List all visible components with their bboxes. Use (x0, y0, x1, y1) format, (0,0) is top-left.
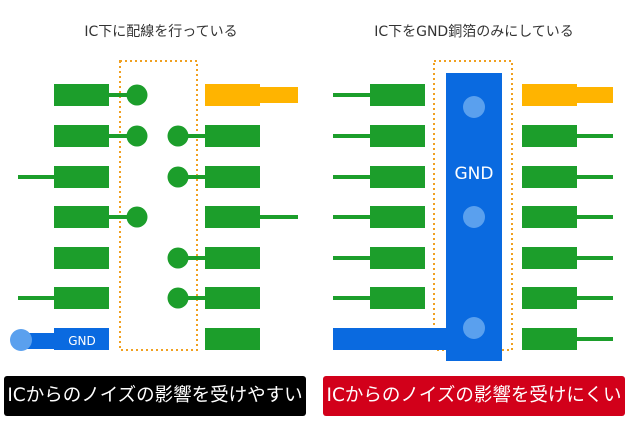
trace-outer (577, 215, 613, 219)
right-panel-ic-with-gnd-copper: IC下をGND銅箔のみにしている GND (333, 24, 613, 361)
gnd-via (10, 329, 32, 351)
caption-noise-resistant: ICからのノイズの影響を受けにくい (323, 376, 625, 416)
via (126, 206, 148, 228)
ic-pad-right-4 (205, 206, 260, 228)
ic-pad-right-3 (522, 166, 577, 188)
trace-outer (333, 296, 370, 300)
ic-pad-right-2 (205, 125, 260, 147)
gnd-plane-label: GND (455, 164, 494, 184)
gnd-pad (54, 328, 109, 350)
ic-pad-left-2 (370, 125, 425, 147)
gnd-pad-label: GND (68, 334, 96, 348)
trace-outer (577, 256, 613, 260)
ic-pad-left-3 (54, 166, 109, 188)
trace-outer (18, 296, 54, 300)
signal-pad-orange (205, 84, 260, 106)
via (167, 125, 189, 147)
gnd-via (463, 96, 485, 118)
trace-outer (333, 256, 370, 260)
trace-inner (178, 134, 205, 138)
ic-pad-left-5 (370, 247, 425, 269)
trace-outer (18, 175, 54, 179)
left-panel-title: IC下に配線を行っている (84, 24, 237, 40)
trace-outer (260, 215, 298, 219)
via (167, 166, 189, 188)
via (167, 287, 189, 309)
trace-inner (178, 175, 205, 179)
left-panel-ic-with-traces: IC下に配線を行っている GND (10, 24, 298, 351)
ic-pad-right-5 (205, 247, 260, 269)
gnd-via (463, 206, 485, 228)
ic-pad-right-7 (205, 328, 260, 350)
signal-trace-orange (577, 87, 613, 103)
trace-inner (109, 215, 137, 219)
ic-pad-right-4 (522, 206, 577, 228)
ic-pad-left-4 (54, 206, 109, 228)
ic-pad-left-5 (54, 247, 109, 269)
right-panel-title: IC下をGND銅箔のみにしている (374, 24, 574, 40)
signal-pad-orange (522, 84, 577, 106)
ic-pad-left-3 (370, 166, 425, 188)
ic-pad-right-5 (522, 247, 577, 269)
ic-pad-left-4 (370, 206, 425, 228)
ic-pad-right-3 (205, 166, 260, 188)
via (167, 247, 189, 269)
trace-outer (333, 134, 370, 138)
trace-inner (109, 93, 137, 97)
ic-pad-left-1 (54, 84, 109, 106)
signal-trace-orange (260, 87, 298, 103)
trace-outer (333, 215, 370, 219)
trace-outer (577, 134, 613, 138)
trace-inner (178, 296, 205, 300)
trace-outer (333, 175, 370, 179)
gnd-via (463, 317, 485, 339)
ic-pad-left-6 (54, 287, 109, 309)
trace-inner (178, 256, 205, 260)
trace-inner (109, 134, 137, 138)
ic-pad-left-2 (54, 125, 109, 147)
ic-pad-left-1 (370, 84, 425, 106)
trace-outer (577, 175, 613, 179)
via (126, 84, 148, 106)
caption-noise-susceptible: ICからのノイズの影響を受けやすい (4, 376, 306, 416)
ic-pad-right-7 (522, 328, 577, 350)
gnd-pad (333, 328, 446, 350)
ic-pad-right-2 (522, 125, 577, 147)
trace-outer (333, 93, 370, 97)
ic-pad-right-6 (522, 287, 577, 309)
trace-outer (577, 296, 613, 300)
via (126, 125, 148, 147)
ic-pad-right-6 (205, 287, 260, 309)
ic-outline (119, 60, 198, 351)
ic-pad-left-6 (370, 287, 425, 309)
trace-outer (577, 337, 613, 341)
